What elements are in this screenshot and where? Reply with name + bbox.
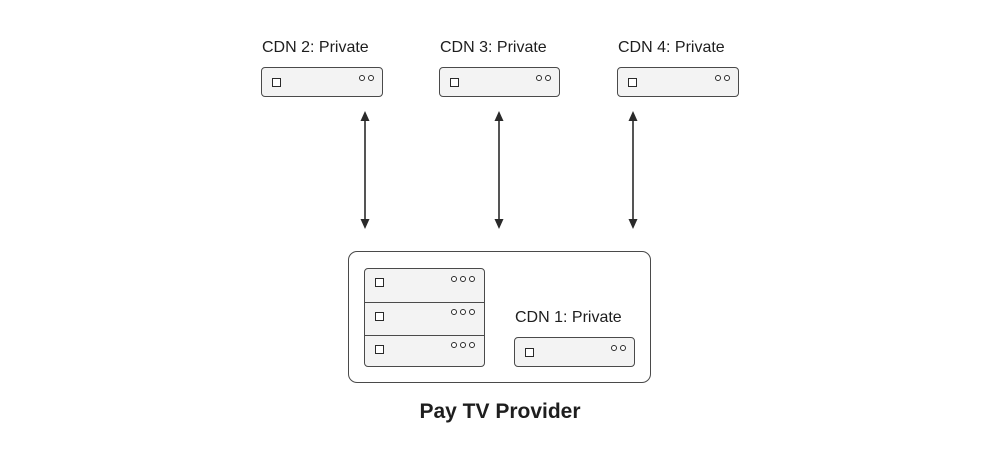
server-drive-icon (272, 78, 281, 87)
cdn-3-label: CDN 3: Private (440, 39, 547, 56)
server-unit (365, 335, 484, 366)
cdn-1-label: CDN 1: Private (515, 309, 622, 326)
cdn-4-label: CDN 4: Private (618, 39, 725, 56)
server-lights-icon (451, 342, 475, 348)
server-lights-icon (451, 276, 475, 282)
server-unit (365, 269, 484, 302)
cdn-1-server (514, 337, 635, 367)
cdn-2-label: CDN 2: Private (262, 39, 369, 56)
server-lights-icon (611, 345, 626, 351)
server-lights-icon (536, 75, 551, 81)
arrow-cdn-4-provider (628, 111, 638, 229)
cdn-2-server (261, 67, 383, 97)
pay-tv-provider-title: Pay TV Provider (419, 400, 581, 423)
server-lights-icon (715, 75, 730, 81)
arrow-cdn-2-provider (360, 111, 370, 229)
cdn-4-server (617, 67, 739, 97)
server-drive-icon (375, 312, 384, 321)
server-drive-icon (628, 78, 637, 87)
server-drive-icon (450, 78, 459, 87)
server-unit (365, 302, 484, 335)
arrow-cdn-3-provider (494, 111, 504, 229)
server-drive-icon (525, 348, 534, 357)
server-drive-icon (375, 278, 384, 287)
server-lights-icon (359, 75, 374, 81)
cdn-3-server (439, 67, 560, 97)
provider-server-stack (364, 268, 485, 367)
server-drive-icon (375, 345, 384, 354)
server-lights-icon (451, 309, 475, 315)
